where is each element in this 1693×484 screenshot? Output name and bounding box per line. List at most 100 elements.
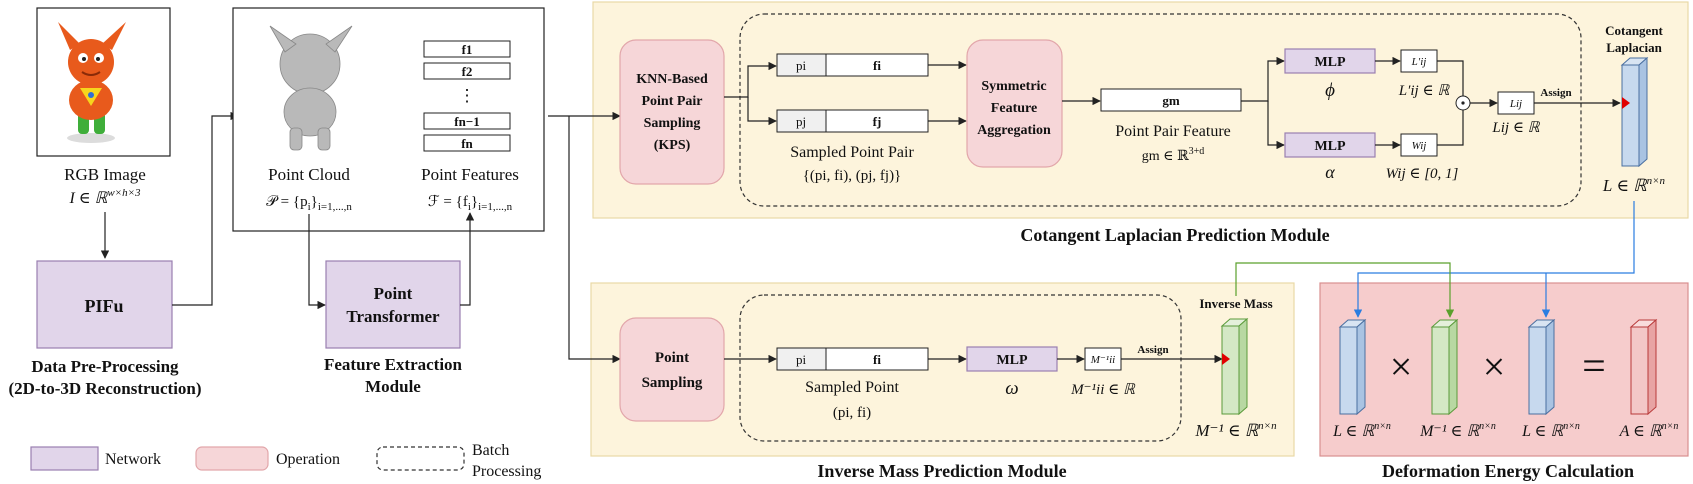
feature-fn-box [423,134,511,152]
arrow-transformer-to-features [460,212,475,306]
m-formula: M⁻¹ii ∈ ℝ [1070,382,1136,398]
arrow-to-point-sampling [568,116,621,364]
l-box-label: Lij [1509,98,1522,110]
laplacian-matrix [1620,56,1649,168]
feature-f2-box [423,62,511,80]
l-prime-formula: L′ij ∈ ℝ [1398,83,1451,99]
odot-center-dot [1461,101,1465,105]
deformation-matrix-a [1629,318,1658,416]
cotangent-laplacian-heading-2: Laplacian [1606,40,1662,55]
inverse-mass-matrix [1220,317,1249,416]
pj-label: pj [796,114,806,129]
arrow-mass-to-deformation [1235,262,1455,318]
mlp-phi-network-box [1284,48,1376,74]
sampled-point-formula: (pi, fi) [833,405,871,421]
deformation-matrix-l2 [1527,318,1556,416]
deformation-formula-m: M⁻¹ ∈ ℝn×n [1419,421,1496,440]
deformation-equals: = [1582,344,1606,390]
inverse-mass-heading: Inverse Mass [1199,296,1272,311]
pi-label-bottom: pi [796,352,807,367]
pifu-label: PIFu [84,296,123,316]
arrow-kps-to-pj [747,97,777,126]
alpha-symbol: α [1325,162,1335,182]
point-transformer-line1: Point [374,284,413,303]
point-sampling-operation-box [619,317,725,422]
legend-batch-label-1: Batch [472,442,509,459]
feature-f2-label: f2 [462,64,473,79]
legend-batch-swatch [376,446,465,471]
preprocessing-subtitle: (2D-to-3D Reconstruction) [8,379,201,398]
symmetric-line2: Feature [991,101,1037,116]
assign-label-bottom: Assign [1137,344,1168,356]
symmetric-line1: Symmetric [981,79,1046,94]
deformation-formula-a: A ∈ ℝn×n [1619,421,1679,440]
line-l-prime-to-odot [1437,60,1464,96]
m-box-label: M⁻¹ii [1090,354,1115,366]
cotangent-module-title: Cotangent Laplacian Prediction Module [1020,225,1329,245]
feature-fn-label: fn [461,136,473,151]
deformation-formula-l1: L ∈ ℝn×n [1332,421,1391,440]
mlp-alpha-label: MLP [1314,139,1346,154]
mlp-phi-label: MLP [1314,55,1346,70]
feature-extraction-subtitle: Module [365,377,421,396]
assign-label-top: Assign [1540,87,1571,99]
legend-operation-swatch [195,446,269,471]
point-transformer-network-box [325,260,461,349]
point-cloud-image [269,25,353,151]
feature-f1-label: f1 [462,42,473,57]
arrow-kps-to-pi [724,61,777,98]
sampled-pair-formula: {(pi, fi), (pj, fj)} [803,168,902,184]
deformation-times-2: × [1483,344,1506,389]
arrow-gm-to-mlp-bottom [1267,101,1285,150]
fi-label: fi [873,58,881,73]
kps-line2: Point Pair [641,94,702,109]
arrow-pifu-to-cloud [172,111,239,306]
deformation-formula-l2: L ∈ ℝn×n [1521,421,1580,440]
batch-processing-region-bottom [739,294,1182,442]
rgb-image-formula: I ∈ ℝw×h×3 [68,187,141,207]
fj-label: fj [873,114,882,129]
kps-line4: (KPS) [654,138,691,153]
phi-symbol: ϕ [1325,80,1335,101]
l-formula: Lij ∈ ℝ [1491,120,1540,136]
line-w-to-odot [1437,110,1464,146]
fi-label-bottom: fi [873,352,881,367]
rgb-image-label: RGB Image [64,165,146,184]
laplacian-formula: L ∈ ℝn×n [1602,175,1666,195]
sampled-point-label: Sampled Point [805,379,899,396]
deformation-times-1: × [1390,344,1413,389]
legend-network-swatch [30,446,99,471]
symmetric-aggregation-box [966,39,1063,168]
arrow-laplacian-to-first-l [1353,201,1635,318]
w-box-label: Wij [1412,140,1427,152]
l-prime-box-label: L′ij [1411,56,1427,68]
legend-batch-label-2: Processing [472,463,541,480]
batch-processing-region-top [739,13,1582,207]
omega-symbol: ω [1005,378,1018,399]
feature-ellipsis: ⋮ [459,86,476,105]
deformation-matrix-m [1430,318,1459,416]
kps-line1: KNN-Based [636,72,708,87]
preprocessing-title: Data Pre-Processing [31,357,179,376]
point-transformer-line2: Transformer [346,307,440,326]
gm-formula: gm ∈ ℝ3+d [1142,146,1205,164]
point-sampling-line1: Point [655,350,689,366]
deformation-panel [1319,282,1689,457]
legend-operation-label: Operation [276,451,340,468]
symmetric-line3: Aggregation [977,123,1051,138]
feature-extraction-title: Feature Extraction [324,355,463,374]
point-pair-feature-label: Point Pair Feature [1115,123,1231,140]
gm-box [1100,88,1242,112]
inverse-mass-formula: M⁻¹ ∈ ℝn×n [1194,420,1277,440]
kps-operation-box [619,39,725,185]
w-formula: Wij ∈ [0, 1] [1386,166,1459,182]
inverse-mass-module-title: Inverse Mass Prediction Module [817,461,1066,481]
point-cloud-label: Point Cloud [268,165,350,184]
mlp-omega-label: MLP [996,353,1028,368]
feature-f1-box [423,40,511,58]
sampled-pair-label: Sampled Point Pair [790,144,914,161]
arrow-cloud-to-transformer [308,214,326,310]
deformation-matrix-l1 [1338,318,1367,416]
